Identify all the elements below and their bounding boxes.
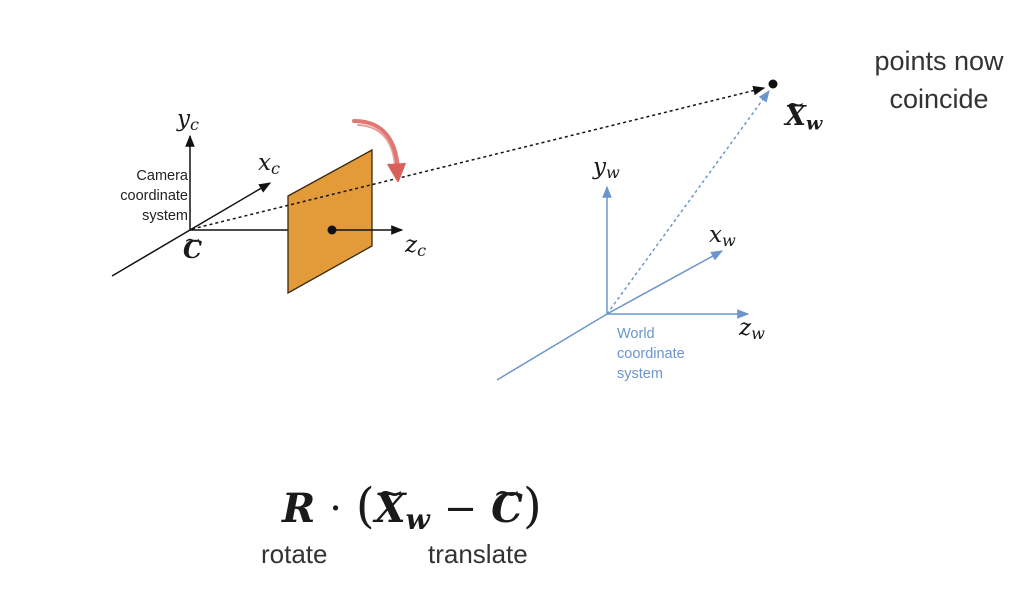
formula-point-sub: w xyxy=(405,503,430,536)
rotation-arrow xyxy=(352,119,406,182)
principal-point xyxy=(327,225,337,235)
camera-x-sub: c xyxy=(270,159,280,179)
camera-back-axis xyxy=(111,229,191,277)
formula-open-paren: ( xyxy=(355,478,375,534)
formula-dot: · xyxy=(329,486,342,532)
rotate-label: rotate xyxy=(261,539,328,569)
formula-point-letter: X xyxy=(374,485,406,532)
world-caption-line-3: system xyxy=(617,366,663,382)
camera-axes xyxy=(111,134,290,277)
world-caption-line-1: World xyxy=(617,326,655,342)
camera-x-letter: x xyxy=(258,150,271,176)
tilde-icon: ~ xyxy=(184,228,202,253)
camera-center-letter: C xyxy=(183,235,203,264)
coincide-note-line-2: coincide xyxy=(889,84,989,114)
translate-label: translate xyxy=(428,539,528,569)
world-caption: World coordinate system xyxy=(617,324,717,384)
formula-point: ~X xyxy=(375,476,406,529)
world-x-sub: w xyxy=(721,231,736,251)
formula-minus: − xyxy=(443,486,478,532)
image-plane xyxy=(287,148,373,295)
world-y-letter: y xyxy=(593,154,606,180)
world-back-axis xyxy=(496,313,608,381)
formula-center: ~C xyxy=(491,476,523,529)
world-point-vector xyxy=(606,90,770,315)
world-x-letter: x xyxy=(709,222,722,248)
world-z-label: zw xyxy=(739,317,765,342)
world-z-letter: z xyxy=(739,315,752,341)
world-x-label: xw xyxy=(709,224,736,249)
camera-z-label: zc xyxy=(405,234,426,259)
coincide-note-line-1: points now xyxy=(874,46,1004,76)
camera-caption: Camera coordinate system xyxy=(96,166,188,226)
camera-z-letter: z xyxy=(405,232,418,258)
formula-rotation: R xyxy=(282,485,316,532)
world-axes xyxy=(496,90,770,381)
coincide-note: points now coincide xyxy=(850,42,1023,118)
world-point xyxy=(768,79,778,89)
tilde-icon: ~ xyxy=(785,92,806,119)
tilde-icon: ~ xyxy=(375,473,405,514)
world-point-letter: X xyxy=(785,101,806,132)
world-point-sub: w xyxy=(805,112,823,135)
world-caption-line-2: coordinate xyxy=(617,346,685,362)
camera-y-label: yc xyxy=(177,108,199,133)
formula-center-letter: C xyxy=(491,485,523,532)
camera-caption-line-1: Camera xyxy=(136,168,188,184)
world-x-axis xyxy=(606,250,724,315)
world-y-sub: w xyxy=(606,163,620,183)
world-y-label: yw xyxy=(593,156,620,181)
camera-center-label: ~C xyxy=(183,230,203,264)
camera-y-sub: c xyxy=(190,115,200,135)
camera-x-axis xyxy=(189,182,272,231)
camera-x-label: xc xyxy=(258,152,280,177)
camera-caption-line-2: coordinate xyxy=(120,188,188,204)
world-z-sub: w xyxy=(751,324,765,344)
world-point-label: ~Xw xyxy=(785,94,823,135)
world-point-symbol: ~X xyxy=(785,94,806,132)
tilde-icon: ~ xyxy=(492,473,522,514)
camera-z-sub: c xyxy=(417,241,427,261)
projection-ray xyxy=(191,85,766,230)
camera-caption-line-3: system xyxy=(142,208,188,224)
formula-close-paren: ) xyxy=(522,478,542,534)
camera-center-symbol: ~C xyxy=(183,230,203,264)
transform-formula: R · (~Xw − ~C) xyxy=(282,476,542,536)
camera-y-letter: y xyxy=(177,106,190,132)
